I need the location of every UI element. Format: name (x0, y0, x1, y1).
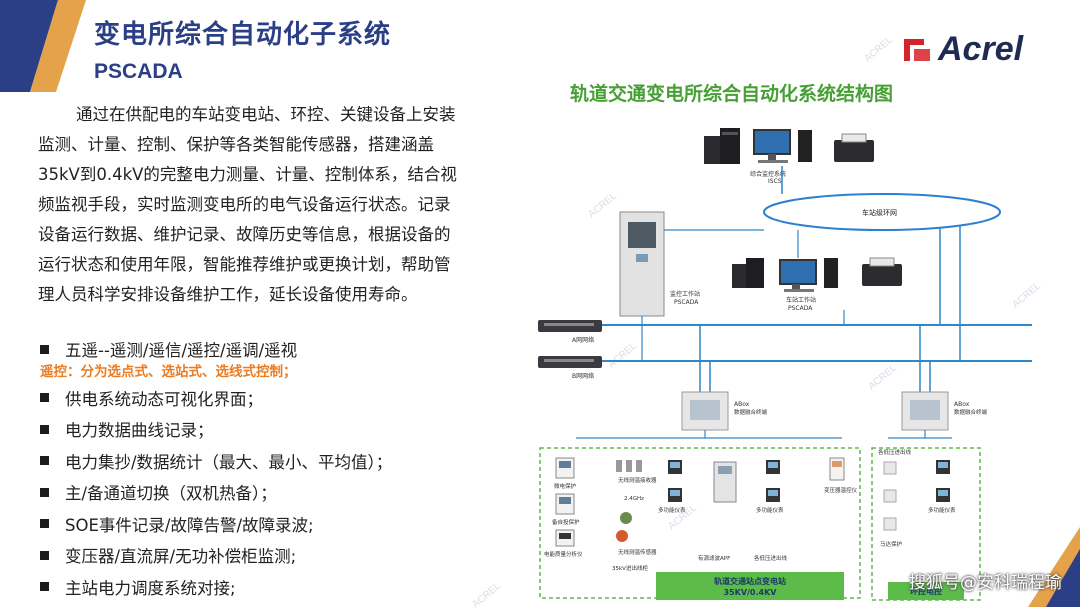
bullet-square-icon (40, 487, 49, 497)
feature-list: 五遥--遥测/遥信/遥控/遥调/遥视 遥控：分为选点式、选站式、选线式控制； 供… (40, 336, 480, 603)
list-item: 电力数据曲线记录； (40, 414, 480, 446)
device-meter-label: 多功能仪表 (756, 506, 784, 514)
transformer-temp-controller-icon (829, 457, 845, 481)
device-wireless-sensor-label: 无线测温传感器 (618, 548, 657, 556)
system-structure-diagram: 轨道交通变电所综合自动化系统结构图 综合监控系统 ISCS 车站级环网 监控工作… (538, 82, 1032, 601)
device-powerquality-label: 电能质量分析仪 (544, 550, 583, 558)
abox-right-label: ABox (954, 401, 970, 408)
station-printer-icon (862, 257, 902, 286)
bullet-square-icon (40, 550, 49, 560)
list-item: 变压器/直流屏/无功补偿柜监测; (40, 540, 480, 572)
corner-decoration-top-left (0, 0, 86, 92)
environment-control-group (871, 447, 981, 601)
station-ring-network (763, 193, 1001, 231)
power-quality-analyzer-icon (555, 529, 575, 547)
iscs-label: 综合监控系统 (750, 170, 786, 178)
substation-voltage-label: 35KV/0.4KV (723, 588, 777, 597)
page-subtitle: PSCADA (94, 60, 183, 83)
device-apf-label: 有源滤波APF (698, 554, 730, 562)
multifunction-meter-icon (936, 460, 950, 502)
station-tower-pc-icon (824, 258, 838, 288)
source-watermark: 搜狐号@安科瑞程瑜 (909, 573, 1062, 593)
device-35kv-label: 35kV进出线柜 (612, 564, 648, 572)
motor-protector-icon (883, 461, 897, 531)
list-item-label: 电力数据曲线记录； (65, 421, 214, 441)
station-server-rack-icon (732, 258, 764, 288)
substation-label-box (656, 572, 844, 600)
bullet-square-icon (40, 424, 49, 434)
printer-icon (834, 133, 874, 162)
logo-text: Acrel (938, 30, 1024, 68)
switch-a-icon (538, 320, 602, 332)
list-item: 主站电力调度系统对接; (40, 571, 480, 603)
bullet-square-icon (40, 393, 49, 403)
device-protect-label: 微电保护 (554, 482, 577, 490)
iscs-tower-pc-icon (798, 130, 812, 162)
list-item-label: 主/备通道切换（双机热备）； (65, 484, 277, 504)
list-item-label: 主站电力调度系统对接; (65, 578, 236, 598)
device-lv-incoming-label: 各低压进出线 (878, 448, 912, 456)
substation-label: 轨道交通站点变电站 (714, 576, 786, 586)
list-item: SOE事件记录/故障告警/故障录波; (40, 508, 480, 540)
page-title: 变电所综合自动化子系统 (94, 20, 392, 50)
protection-relay-icon (555, 457, 575, 479)
list-item: 供电系统动态可视化界面； (40, 382, 480, 414)
iscs-server-rack-icon (704, 128, 740, 164)
bullet-square-icon (40, 456, 49, 466)
auto-switch-relay-icon (555, 493, 575, 515)
monitoring-cabinet-icon (619, 211, 665, 317)
network-a-label: A网网络 (572, 336, 594, 344)
abox-right-icon (901, 391, 949, 431)
acrel-logo: Acrel (902, 30, 1023, 69)
environment-control-label: 环控电控 (910, 586, 942, 596)
ring-network-label: 车站级环网 (862, 208, 897, 217)
list-item-label: 五遥--遥测/遥信/遥控/遥调/遥视 (65, 341, 298, 360)
device-motor-protect-label: 马达保护 (880, 540, 903, 548)
bullet-square-icon (40, 519, 49, 529)
list-item-label: 供电系统动态可视化界面； (65, 389, 263, 409)
device-frequency-label: 2.4GHz (624, 496, 644, 502)
abox-right-desc: 数据融合终端 (954, 408, 988, 416)
apf-cabinet-icon (713, 461, 737, 503)
multifunction-meter-icon (668, 460, 682, 502)
device-autoswitch-label: 备自投保护 (552, 518, 580, 526)
list-item: 主/备通道切换（双机热备）； (40, 477, 480, 509)
station-workstation-abbrev: PSCADA (788, 305, 813, 312)
station-monitor-icon (779, 259, 817, 292)
switch-b-icon (538, 356, 602, 368)
remote-control-note: 遥控：分为选点式、选站式、选线式控制； (40, 364, 297, 380)
list-item: 电力集抄/数据统计（最大、最小、平均值）； (40, 445, 480, 477)
wireless-temp-receiver-icon (616, 460, 642, 472)
device-incoming-label: 各低压进出线 (754, 554, 788, 562)
list-item-label: SOE事件记录/故障告警/故障录波; (65, 515, 314, 535)
station-workstation-label: 车站工作站 (786, 296, 816, 304)
monitor-workstation-label: 监控工作站 (670, 290, 700, 298)
monitor-workstation-abbrev: PSCADA (674, 299, 699, 306)
bullet-square-icon (40, 582, 49, 592)
device-transformer-label: 变压器温控仪 (824, 486, 858, 494)
intro-paragraph: 通过在供配电的车站变电站、环控、关键设备上安装监测、计量、控制、保护等各类智能传… (38, 105, 457, 304)
bullet-square-icon (40, 344, 49, 354)
abox-left-desc: 数据融合终端 (734, 408, 768, 416)
abox-left-icon (681, 391, 729, 431)
iscs-abbrev-label: ISCS (768, 178, 782, 185)
wireless-temp-sensor-icon (616, 512, 632, 542)
device-wireless-temp-label: 无线测温接收器 (618, 476, 657, 484)
network-b-label: B网网络 (572, 372, 594, 380)
watermark: ACREL (862, 34, 895, 65)
list-item-label: 电力集抄/数据统计（最大、最小、平均值）； (65, 452, 393, 472)
iscs-monitor-icon (753, 129, 791, 163)
diagram-title: 轨道交通变电所综合自动化系统结构图 (570, 82, 893, 105)
multifunction-meter-icon (766, 460, 780, 502)
environment-control-label-box (888, 582, 964, 600)
list-item-label: 变压器/直流屏/无功补偿柜监测; (65, 547, 297, 567)
device-meter-label: 多功能仪表 (928, 506, 956, 514)
list-item: 五遥--遥测/遥信/遥控/遥调/遥视 (40, 336, 480, 362)
device-meter-label: 多功能仪表 (658, 506, 686, 514)
abox-left-label: ABox (734, 401, 750, 408)
logo-mark-icon (904, 38, 930, 61)
corner-decoration-bottom-right (1028, 527, 1080, 607)
